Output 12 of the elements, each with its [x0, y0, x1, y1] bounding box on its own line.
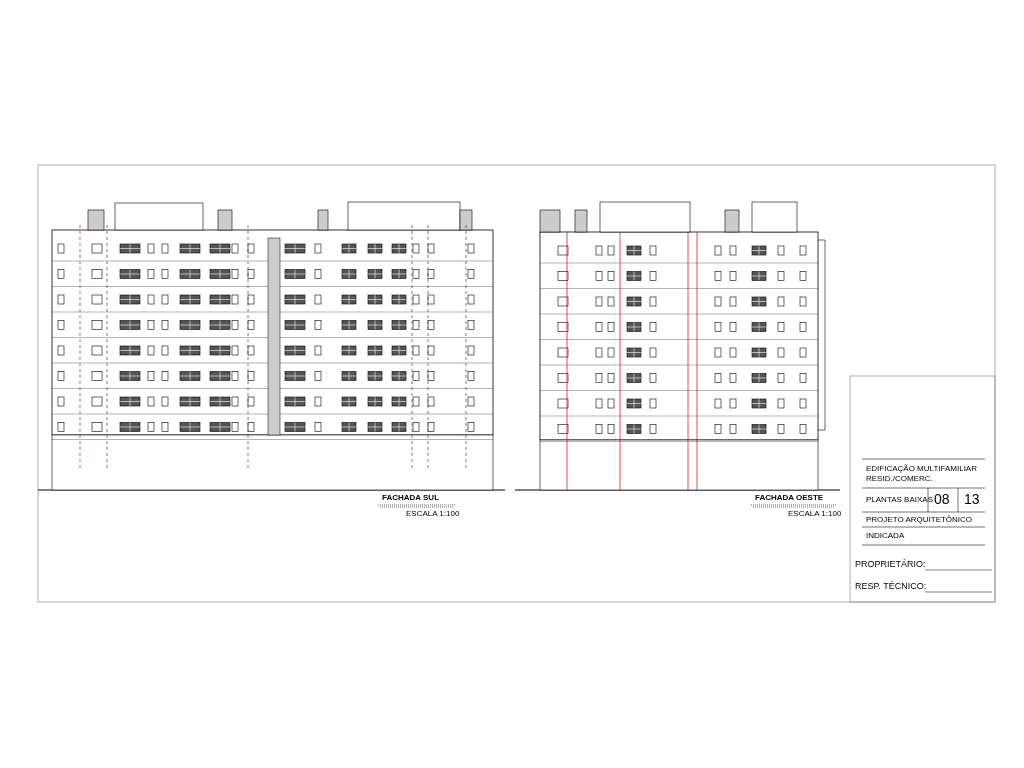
scale-note: ESCALA 1:100 [406, 510, 460, 518]
scale-value: INDICADA [866, 532, 905, 540]
sheet-title: PLANTAS BAIXAS [866, 496, 933, 504]
project-title: EDIFICAÇÃO MULTIFAMILIAR RESID./COMERC. [866, 464, 978, 485]
sheet-total: 13 [964, 492, 980, 506]
sheet-number: 08 [934, 492, 950, 506]
scale-note: ESCALA 1:100 [788, 510, 842, 518]
field-label: RESP. TÉCNICO: [855, 582, 927, 591]
project-phase: PROJETO ARQUITETÔNICO [866, 516, 973, 524]
drawing-title: FACHADA SUL [382, 494, 440, 502]
drawing-title: FACHADA OESTE [755, 494, 824, 502]
field-label: PROPRIETÁRIO: [855, 560, 926, 569]
